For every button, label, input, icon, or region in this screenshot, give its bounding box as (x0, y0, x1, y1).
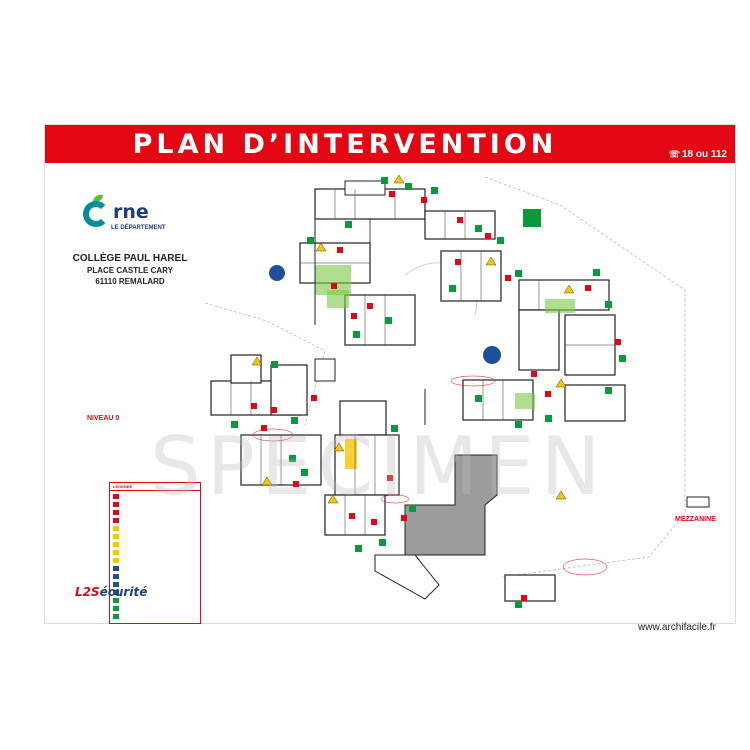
legend-row (113, 501, 197, 509)
logo-word: rne (113, 201, 149, 223)
legend-symbol (113, 542, 119, 548)
legend-row (113, 573, 197, 581)
legend-row (113, 541, 197, 549)
legend-box: LEGENDE (109, 482, 201, 624)
legend-row (113, 557, 197, 565)
legend-rows (110, 491, 200, 623)
legend-title: LEGENDE (110, 483, 200, 491)
legend-row (113, 589, 197, 597)
archifacile-credit[interactable]: www.archifacile.fr (638, 622, 716, 633)
legend-row (113, 605, 197, 613)
legend-symbol (113, 502, 119, 508)
legend-symbol (113, 494, 119, 500)
legend-symbol (113, 574, 119, 580)
access-point-marker-west (269, 265, 285, 281)
legend-symbol (113, 518, 119, 524)
level-label-ground: NIVEAU 0 (87, 415, 120, 422)
exit-signs (231, 177, 626, 608)
legend-row (113, 581, 197, 589)
east-building (462, 279, 626, 422)
logo-subtitle: LE DÉPARTEMENT (111, 225, 166, 231)
legend-row (113, 565, 197, 573)
legend-symbol (113, 550, 119, 556)
legend-symbol (113, 590, 119, 596)
school-address: PLACE CASTLE CARY (87, 266, 173, 275)
orne-logo: rne LE DÉPARTEMENT (81, 195, 191, 241)
school-block: COLLÈGE PAUL HAREL PLACE CASTLE CARY 611… (65, 253, 195, 286)
legend-row (113, 613, 197, 621)
warning-signs (251, 174, 575, 504)
site-boundary (484, 176, 686, 578)
legend-row (113, 517, 197, 525)
legend-symbol (113, 534, 119, 540)
legend-symbol (113, 558, 119, 564)
plan-sheet: PLAN D’INTERVENTION ☏18 ou 112 rne LE DÉ… (44, 124, 736, 624)
level-label-mezzanine: MEZZANINE (675, 516, 716, 523)
l2s-logo: L2Sécurité (75, 585, 165, 615)
legend-symbol (113, 566, 119, 572)
floor-plan (204, 174, 710, 608)
emergency-number-text: 18 ou 112 (681, 149, 727, 160)
legend-symbol (113, 606, 119, 612)
phone-icon: ☏ (668, 149, 680, 159)
specimen-watermark: SPECIMEN (150, 420, 607, 513)
brand-suffix: écurité (99, 585, 148, 599)
emergency-number: ☏18 ou 112 (669, 149, 727, 160)
title-banner: PLAN D’INTERVENTION ☏18 ou 112 (45, 125, 735, 163)
room-dividers (230, 189, 615, 535)
school-name: COLLÈGE PAUL HAREL (72, 253, 188, 264)
west-building (210, 354, 336, 486)
legend-row (113, 493, 197, 501)
legend-symbol (113, 510, 119, 516)
mezzanine-building (504, 496, 710, 602)
logo-ring (83, 201, 109, 227)
leaf-icon (93, 195, 103, 202)
legend-symbol (113, 582, 119, 588)
fire-equipment (251, 191, 621, 601)
brand-prefix: L2S (75, 585, 100, 599)
access-point-marker-east (483, 346, 501, 364)
legend-symbol (113, 614, 119, 620)
legend-row (113, 549, 197, 557)
hazard-outlines (252, 375, 608, 576)
south-building (324, 400, 498, 600)
legend-row (113, 525, 197, 533)
north-building (299, 180, 502, 346)
school-city: 61110 REMALARD (95, 277, 165, 286)
page-title: PLAN D’INTERVENTION (132, 129, 558, 160)
site-boundary-west (204, 302, 326, 426)
legend-symbol (113, 598, 119, 604)
legend-row (113, 509, 197, 517)
legend-row (113, 533, 197, 541)
brand-name: L2Sécurité (75, 585, 165, 599)
legend-row (113, 597, 197, 605)
legend-symbol (113, 526, 119, 532)
